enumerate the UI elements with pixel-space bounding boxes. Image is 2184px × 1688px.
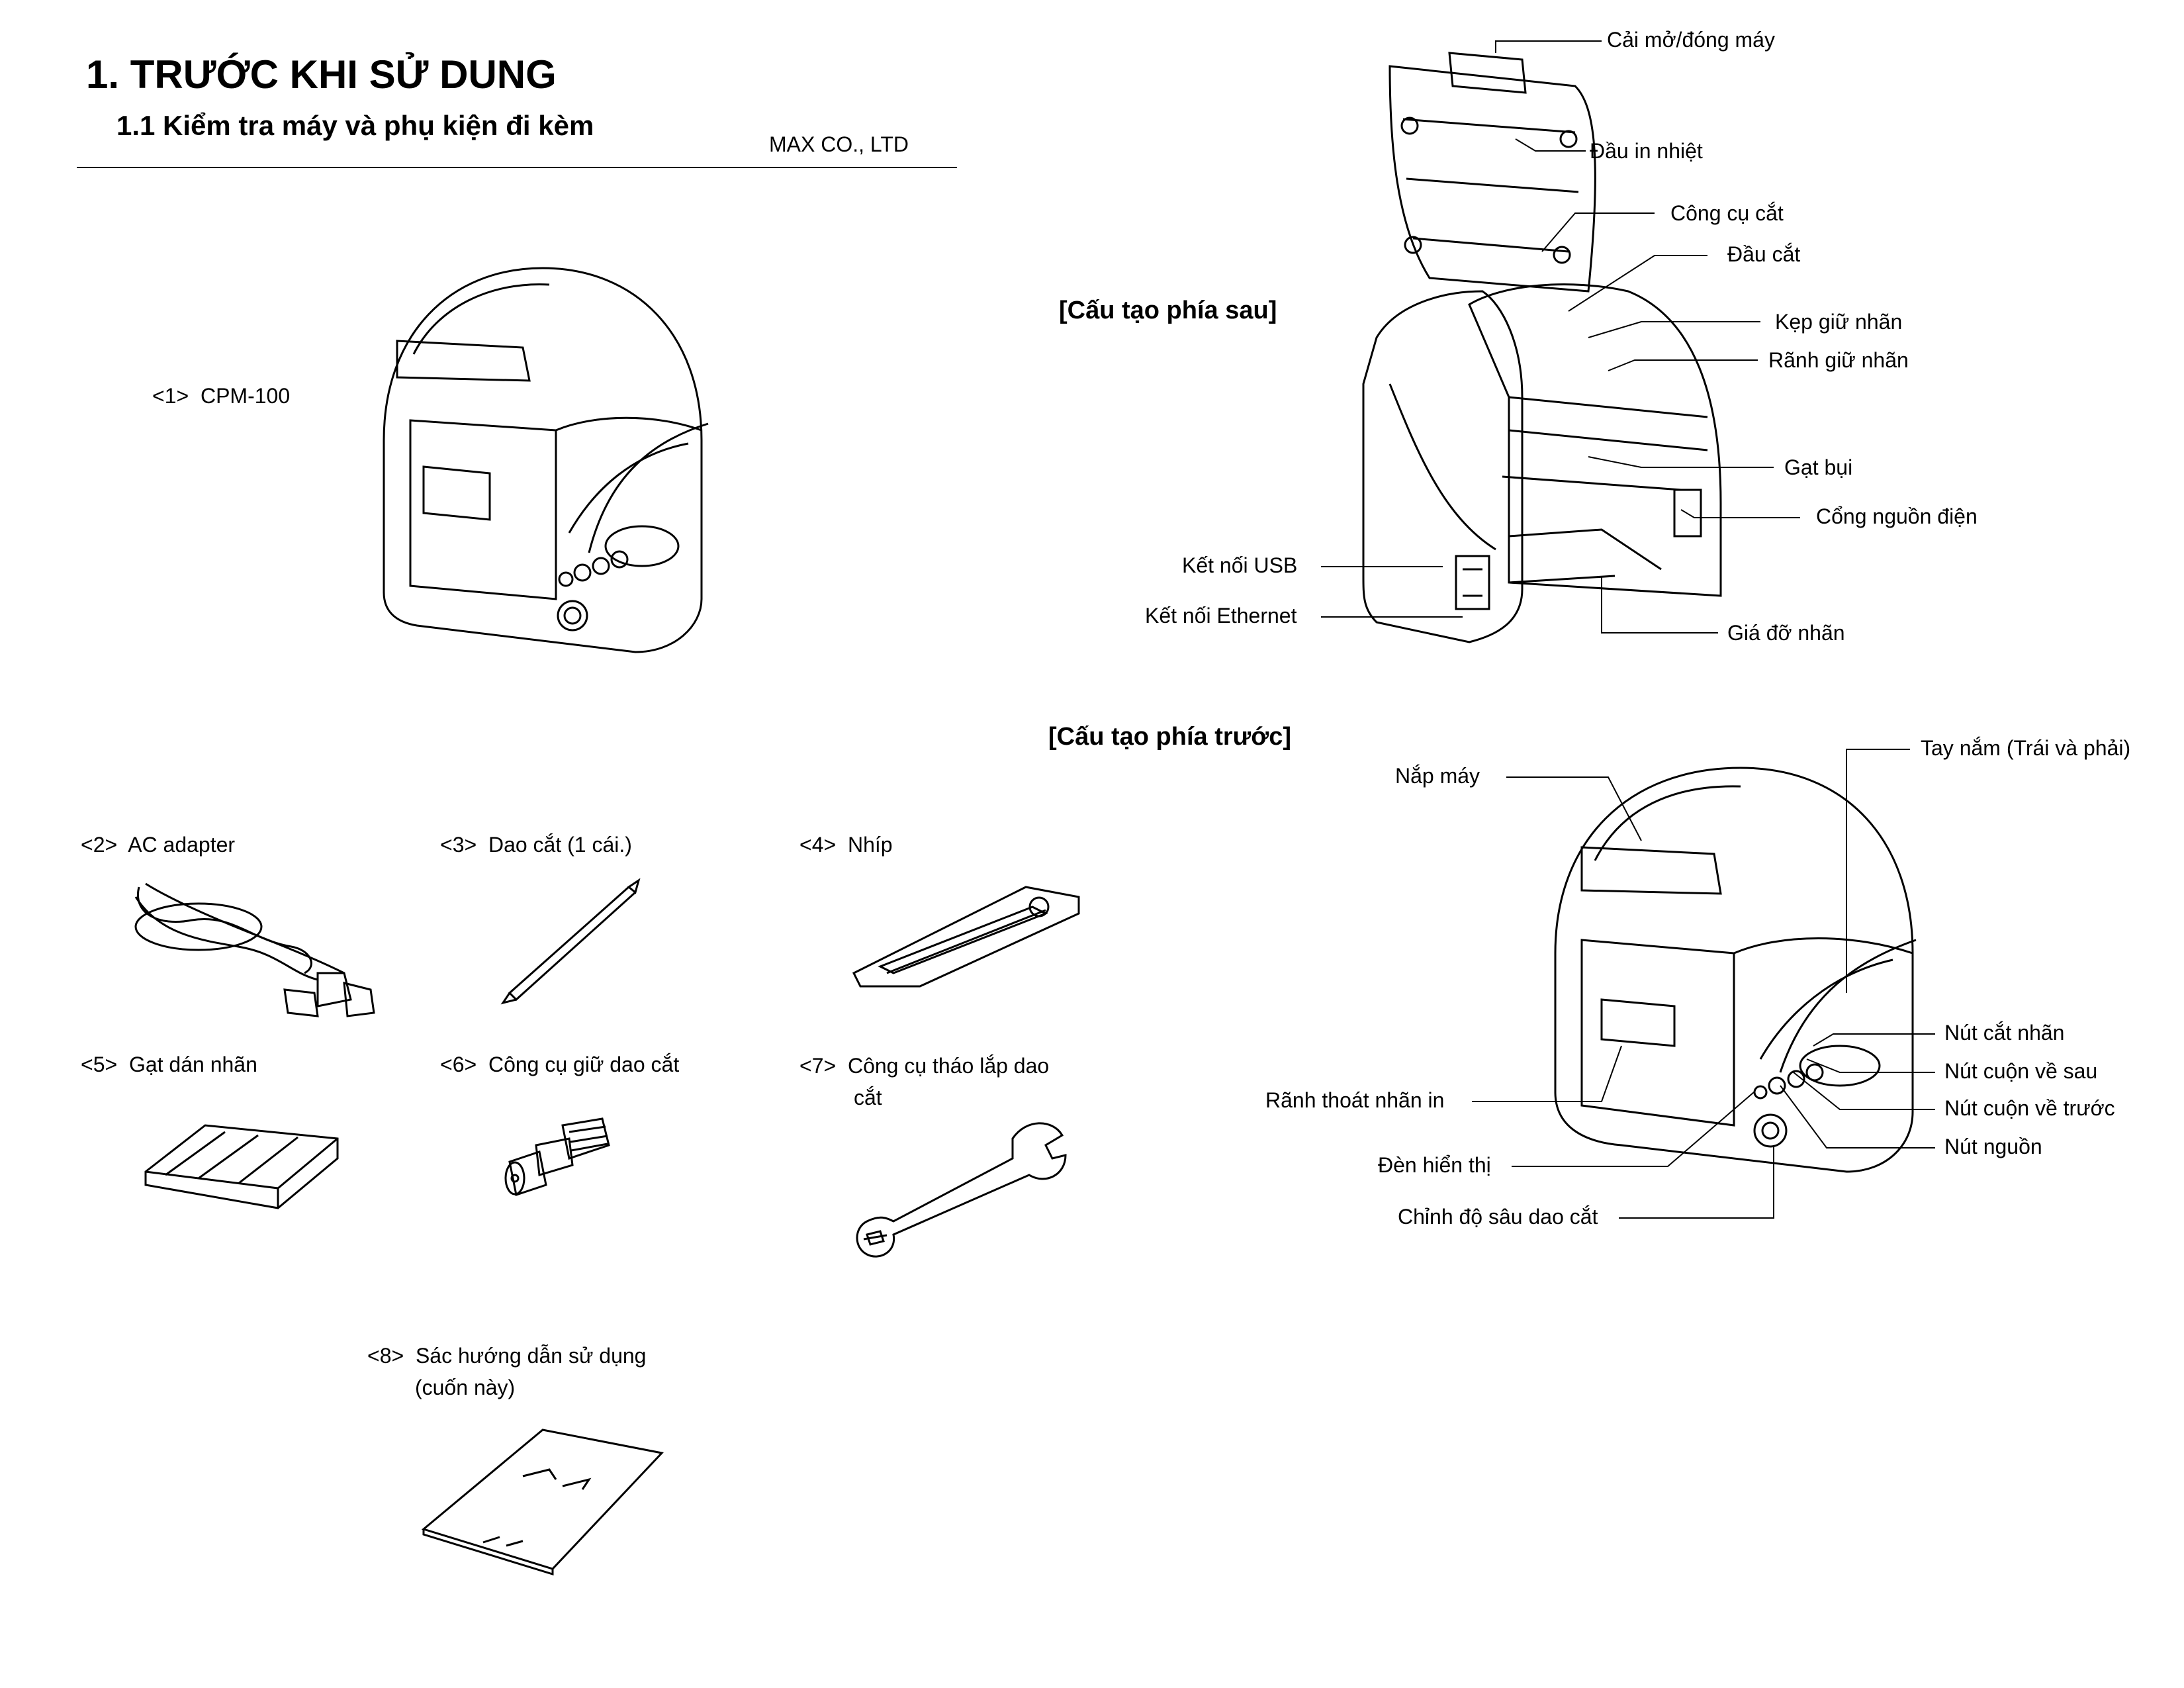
front-heading: [Cấu tạo phía trước] xyxy=(1048,723,1291,751)
rear-label-latch: Cải mở/đóng máy xyxy=(1607,28,1775,52)
company-name: MAX CO., LTD xyxy=(769,132,909,156)
front-label-cover: Nắp máy xyxy=(1395,764,1480,788)
page-title: 1. TRƯỚC KHI SỬ DUNG xyxy=(86,52,557,97)
cutter-holder-icon xyxy=(496,1112,615,1205)
section-subtitle: 1.1 Kiểm tra máy và phụ kiện đi kèm xyxy=(116,110,594,141)
item-6-label: <6> Công cụ giữ dao cắt xyxy=(440,1053,680,1076)
rear-label-cutter-head: Đầu cắt xyxy=(1727,242,1801,266)
header-rule xyxy=(77,167,957,168)
item-8-label-line2: (cuốn này) xyxy=(415,1376,516,1399)
manual-book-icon xyxy=(417,1423,668,1575)
front-label-power-button: Nút nguồn xyxy=(1944,1135,2042,1158)
cutter-blade-icon xyxy=(496,874,655,1006)
printer-front-icon xyxy=(1542,755,1926,1192)
item-1-label: <1> CPM-100 xyxy=(152,384,291,408)
front-label-depth-adjust: Chỉnh độ sâu dao cắt xyxy=(1398,1205,1598,1229)
item-2-label: <2> AC adapter xyxy=(81,833,236,857)
rear-heading: [Cấu tạo phía sau] xyxy=(1059,297,1277,324)
rear-label-dust-wiper: Gạt bụi xyxy=(1784,455,1853,479)
rear-label-power-port: Cổng nguồn điện xyxy=(1816,504,1978,528)
item-7-label-line2: cắt xyxy=(854,1086,882,1109)
rear-label-usb: Kết nối USB xyxy=(1182,553,1298,577)
printer-icon xyxy=(357,255,715,665)
item-7-label: <7> Công cụ tháo lắp dao xyxy=(799,1054,1050,1078)
rear-label-cutting-tool: Công cụ cắt xyxy=(1670,201,1784,225)
front-label-indicator-light: Đèn hiển thị xyxy=(1378,1153,1491,1177)
item-3-label: <3> Dao cắt (1 cái.) xyxy=(440,833,632,857)
wrench-icon xyxy=(847,1112,1072,1264)
ac-adapter-icon xyxy=(119,874,384,1026)
rear-label-ethernet: Kết nối Ethernet xyxy=(1145,604,1297,628)
item-5-label: <5> Gạt dán nhãn xyxy=(81,1053,257,1076)
rear-label-label-holder: Giá đỡ nhãn xyxy=(1727,621,1845,645)
rear-label-label-groove: Rãnh giữ nhãn xyxy=(1768,348,1909,372)
squeegee-icon xyxy=(139,1112,344,1211)
front-label-feed-button: Nút cuộn về trước xyxy=(1944,1096,2115,1120)
front-label-output-slot: Rãnh thoát nhãn in xyxy=(1265,1088,1445,1112)
item-8-label: <8> Sác hướng dẫn sử dụng xyxy=(367,1344,647,1368)
front-label-rewind-button: Nút cuộn về sau xyxy=(1944,1059,2098,1083)
tweezers-icon xyxy=(847,874,1085,1000)
printer-rear-icon xyxy=(1350,26,1747,669)
front-label-handle: Tay nắm (Trái và phải) xyxy=(1921,736,2131,760)
item-4-label: <4> Nhíp xyxy=(799,833,893,857)
front-label-cut-button: Nút cắt nhãn xyxy=(1944,1021,2065,1045)
rear-label-label-clamp: Kẹp giữ nhãn xyxy=(1775,310,1903,334)
rear-label-thermal-head: Đầu in nhiệt xyxy=(1590,139,1703,163)
